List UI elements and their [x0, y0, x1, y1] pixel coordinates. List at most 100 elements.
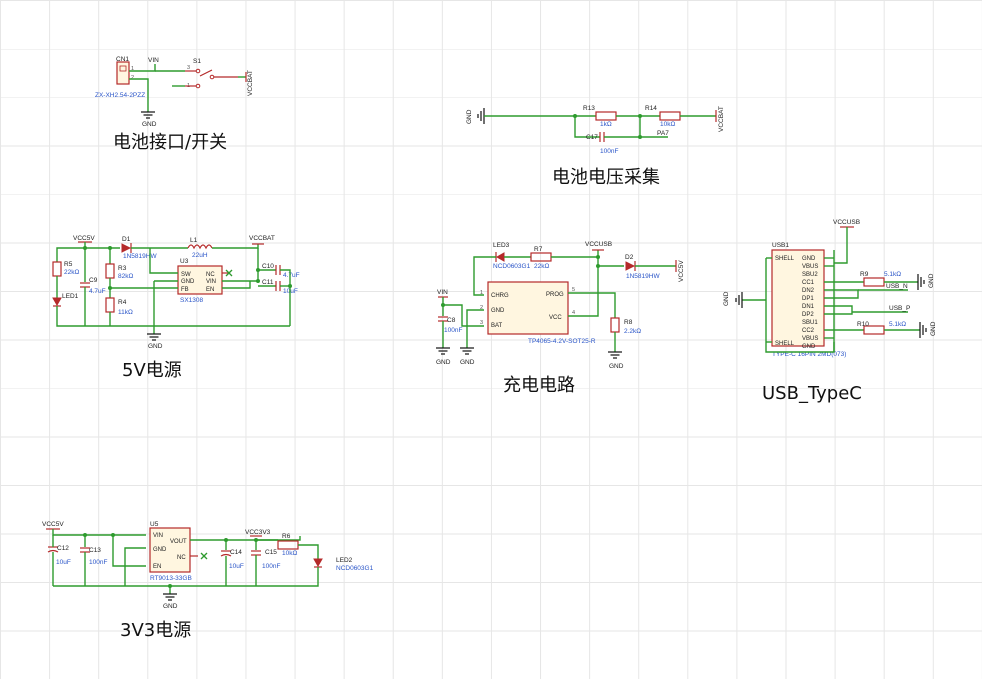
pin-5: 5 — [572, 287, 575, 293]
c17-label: C17 — [586, 134, 598, 141]
gnd-label: GND — [930, 321, 937, 336]
title-power-3v3: 3V3电源 — [120, 620, 191, 641]
pin-bat: BAT — [491, 323, 503, 329]
r4-label: R4 — [118, 299, 127, 306]
cn1-value: ZX-XH2.54-2PZZ — [95, 92, 145, 99]
gnd-symbol — [163, 593, 177, 601]
ldo-pin-vout: VOUT — [170, 539, 187, 545]
pin-shell-top: SHELL — [775, 256, 795, 262]
usb1-value: TYPE-C 16PIN 2MD(073) — [772, 351, 846, 358]
gnd-symbol — [608, 351, 622, 359]
pin-sbu2: SBU2 — [802, 272, 818, 278]
title-power-5v: 5V电源 — [122, 360, 182, 381]
pin-dp2: DP2 — [802, 312, 814, 318]
pin-gnd-b: GND — [802, 344, 816, 350]
pin-1: 1 — [480, 290, 483, 296]
gnd-label: GND — [436, 359, 451, 366]
c10-label: C10 — [262, 263, 274, 270]
r3-resistor — [105, 263, 115, 279]
u3-pin-gnd: GND — [181, 279, 195, 285]
gnd-symbol — [460, 347, 474, 355]
u3-pin-sw: SW — [181, 272, 191, 278]
ldo-pin-nc: NC — [177, 555, 186, 561]
s1-pin3: 3 — [187, 65, 190, 71]
ldo-label: U5 — [150, 521, 159, 528]
gnd-label: GND — [163, 603, 178, 610]
r6-value: 10kΩ — [282, 550, 297, 557]
gnd-label: GND — [928, 273, 935, 288]
gnd-label: GND — [723, 291, 730, 306]
vccbat-label: VCCBAT — [718, 106, 725, 132]
gnd-symbol — [436, 347, 450, 355]
r6-label: R6 — [282, 533, 291, 540]
r13-resistor — [595, 111, 617, 121]
pin-3: 3 — [480, 320, 483, 326]
ldo-value: RT9013-33GB — [150, 575, 192, 582]
r4-resistor — [105, 297, 115, 313]
gnd-symbol — [919, 322, 927, 338]
r5-resistor — [52, 261, 62, 277]
c8-value: 100nF — [444, 327, 462, 334]
battery-switch-block: CN1 1 2 ZX-XH2.54-2PZZ VIN GND S1 3 1 VC… — [95, 56, 254, 153]
d1-label: D1 — [122, 236, 131, 243]
r13-value: 1kΩ — [600, 121, 612, 128]
cn1-label: CN1 — [116, 56, 129, 63]
pin-dn1: DN1 — [802, 304, 815, 310]
ldo-pin-en: EN — [153, 564, 161, 570]
r7-value: 22kΩ — [534, 263, 549, 270]
r8-resistor — [610, 317, 620, 333]
c9-value: 4.7uF — [89, 288, 106, 295]
r8-label: R8 — [624, 319, 633, 326]
c12-label: C12 — [57, 545, 69, 552]
r5-label: R5 — [64, 261, 73, 268]
r3-label: R3 — [118, 265, 127, 272]
c13-label: C13 — [89, 547, 101, 554]
u3-label: U3 — [180, 258, 189, 265]
pin-gnd: GND — [491, 308, 505, 314]
vccbat-label: VCCBAT — [247, 70, 254, 96]
gnd-symbol — [917, 274, 925, 290]
pin-4: 4 — [572, 310, 575, 316]
tp4065-charger-ic — [487, 281, 569, 335]
power-5v-block: VCC5V D1 1N5819HW L1 22uH VCCBAT R5 22kΩ… — [52, 235, 300, 381]
vccusb-label: VCCUSB — [585, 241, 612, 248]
led2-value: NCD0603G1 — [336, 565, 374, 572]
r8-value: 2.2kΩ — [624, 328, 641, 335]
l1-label: L1 — [190, 237, 198, 244]
r10-label: R10 — [857, 321, 869, 328]
u3-sx1308 — [177, 265, 223, 295]
vccusb-label: VCCUSB — [833, 219, 860, 226]
pa7-label: PA7 — [657, 130, 669, 137]
pin-gnd-a: GND — [802, 256, 816, 262]
pin-dn2: DN2 — [802, 288, 815, 294]
rt9013-ldo — [149, 527, 191, 573]
gnd-symbol — [477, 108, 485, 124]
vccbat-label: VCCBAT — [249, 235, 275, 242]
charger-block: LED3 NCD0603G1 R7 22kΩ VCCUSB D2 1N5819H… — [436, 241, 685, 396]
d2-label: D2 — [625, 254, 634, 261]
ldo-pin-gnd: GND — [153, 547, 167, 553]
c13-value: 100nF — [89, 559, 107, 566]
pin-chrg: CHRG — [491, 293, 509, 299]
gnd-label: GND — [609, 363, 624, 370]
r14-label: R14 — [645, 105, 657, 112]
vcc5v-label: VCC5V — [678, 260, 685, 282]
c9-label: C9 — [89, 277, 98, 284]
gnd-label: GND — [148, 343, 163, 350]
cn1-connector — [116, 61, 130, 85]
r10-value: 5.1kΩ — [889, 321, 906, 328]
led3-label: LED3 — [493, 242, 510, 249]
u3-pin-nc: NC — [206, 272, 215, 278]
r7-resistor — [530, 252, 552, 262]
gnd-label: GND — [466, 109, 473, 124]
gnd-label: GND — [460, 359, 475, 366]
gnd-symbol — [735, 292, 743, 308]
charger-ic-value: TP4065-4.2V-SOT25-R — [528, 338, 596, 345]
d2-value: 1N5819HW — [626, 273, 660, 280]
r14-resistor — [659, 111, 681, 121]
u3-pin-vin: VIN — [206, 279, 216, 285]
pin-shell-bottom: SHELL — [775, 341, 795, 347]
vcc3v3-label: VCC3V3 — [245, 529, 271, 536]
led1-label: LED1 — [62, 293, 79, 300]
